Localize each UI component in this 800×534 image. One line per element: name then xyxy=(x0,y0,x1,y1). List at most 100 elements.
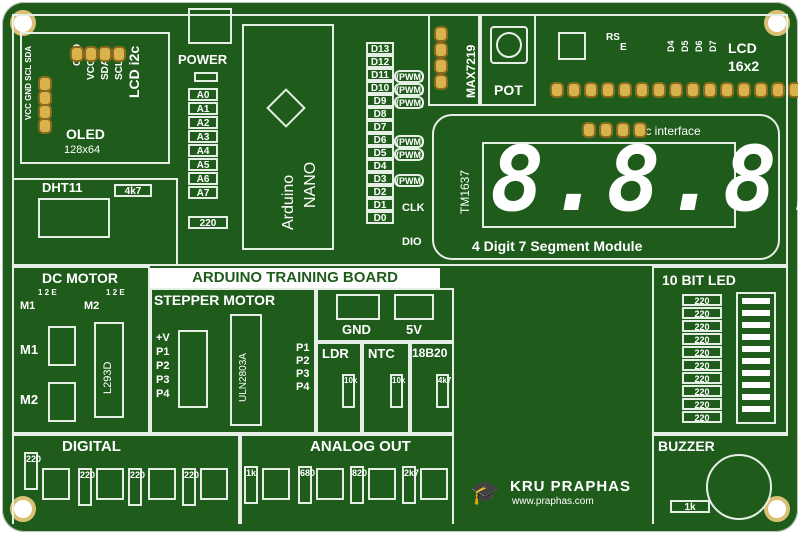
rs-label: RS xyxy=(606,32,620,43)
digital-section xyxy=(12,434,240,524)
lcd-pin xyxy=(788,82,798,98)
lcd-pin xyxy=(601,82,615,98)
dio-label: DIO xyxy=(402,236,422,248)
push-button[interactable] xyxy=(420,468,448,500)
analog-pin-label: A5 xyxy=(188,158,218,171)
lcd-pin xyxy=(669,82,683,98)
led-resistor: 220 xyxy=(682,333,722,345)
resistor-4k7: 4k7 xyxy=(114,184,152,197)
i2c-pin xyxy=(599,122,613,138)
push-button[interactable] xyxy=(200,468,228,500)
stepper-pin-label: P2 xyxy=(156,360,170,372)
pot-knob xyxy=(496,32,522,58)
led-bar-segment xyxy=(742,346,770,352)
digital-pin-label: D10 xyxy=(366,81,394,94)
led-resistor: 220 xyxy=(682,398,722,410)
led-bar-segment xyxy=(742,322,770,328)
analog-pin-label: A1 xyxy=(188,102,218,115)
scl-label: SCL xyxy=(114,60,125,80)
led-resistor: 220 xyxy=(682,411,722,423)
push-button[interactable] xyxy=(42,468,70,500)
brand-name: KRU PRAPHAS xyxy=(510,478,632,495)
lcd-pin xyxy=(737,82,751,98)
digital-pin-label: D5 xyxy=(366,146,394,159)
digital-resistor-220: 220 xyxy=(182,468,199,506)
ds18b20-section xyxy=(410,342,454,434)
lcd-i2c-pin xyxy=(98,46,112,62)
usb-power-connector xyxy=(188,8,232,44)
led-bar-segment xyxy=(742,358,770,364)
digital-pin-label: D1 xyxy=(366,198,394,211)
ldr-resistor-10k: 10k xyxy=(342,374,357,408)
dht11-sensor xyxy=(38,198,110,238)
m1-label: M1 xyxy=(20,300,36,312)
5v-header xyxy=(394,294,434,320)
push-button[interactable] xyxy=(368,468,396,500)
push-button[interactable] xyxy=(148,468,176,500)
uln2803a-label: ULN2803A xyxy=(238,353,249,402)
m2-screw-terminal xyxy=(48,382,76,422)
power-diode xyxy=(194,72,218,82)
power-label: POWER xyxy=(178,52,228,67)
stepper-pin-label: +V xyxy=(156,332,170,344)
stepper-section xyxy=(150,288,316,434)
m2-label: M2 xyxy=(84,300,100,312)
d5-label: D5 xyxy=(680,40,690,52)
uln-output-label: P3 xyxy=(296,368,310,380)
lcd-pin xyxy=(618,82,632,98)
led-bar-graph xyxy=(736,292,776,424)
top-section-frame xyxy=(12,14,788,266)
m1-terminal-label: M1 xyxy=(20,342,39,357)
m2-pin-labels: 1 2 E xyxy=(106,288,125,297)
digital-pin-label: D13 xyxy=(366,42,394,55)
i2c-interface-label: i2c interface xyxy=(636,124,701,138)
stepper-connector xyxy=(178,330,208,408)
m1-screw-terminal xyxy=(48,326,76,366)
push-button[interactable] xyxy=(316,468,344,500)
training-board-banner: ARDUINO TRAINING BOARD xyxy=(150,268,440,288)
uln-output-label: P4 xyxy=(296,381,310,393)
lcd-i2c-pin xyxy=(84,46,98,62)
lcd-contrast-pot xyxy=(558,32,586,60)
pwm-label-d9: (PWM) xyxy=(394,96,424,109)
analog-resistor: 820 xyxy=(350,466,367,504)
led-bar-segment xyxy=(742,334,770,340)
i2c-pin xyxy=(616,122,630,138)
lcd-i2c-pin xyxy=(112,46,126,62)
led-bar-segments xyxy=(742,298,770,418)
ntc-label: NTC xyxy=(368,346,395,361)
lcd-pin xyxy=(754,82,768,98)
power-header-section xyxy=(316,288,454,342)
push-button[interactable] xyxy=(262,468,290,500)
lcd-pin xyxy=(567,82,581,98)
d6-label: D6 xyxy=(694,40,704,52)
stepper-label: STEPPER MOTOR xyxy=(154,292,276,308)
lcd-pin xyxy=(584,82,598,98)
stepper-pin-label: P4 xyxy=(156,388,170,400)
digital-pin-label: D8 xyxy=(366,107,394,120)
led-bar-segment xyxy=(742,382,770,388)
digital-pin-label: D0 xyxy=(366,211,394,224)
lcd-pin xyxy=(635,82,649,98)
seven-segment-module-label: 4 Digit 7 Segment Module xyxy=(472,238,643,254)
led-bar-segment xyxy=(742,310,770,316)
stepper-pin-labels: +V P1 P2 P3 P4 xyxy=(156,332,170,402)
lcd-pin xyxy=(652,82,666,98)
lcd-pin xyxy=(550,82,564,98)
oled-pin xyxy=(38,118,52,134)
vcc-label: VCC xyxy=(86,58,97,80)
push-button[interactable] xyxy=(96,468,124,500)
max7219-label: MAX7219 xyxy=(464,44,478,98)
digital-pin-label: D12 xyxy=(366,55,394,68)
seven-segment-module xyxy=(432,114,780,260)
ntc-resistor-10k: 10k xyxy=(390,374,405,408)
digital-pin-list: D13 D12 D11 D10 D9 D8 D7 D6 D5 D4 D3 D2 … xyxy=(366,42,394,224)
analog-out-label: ANALOG OUT xyxy=(310,438,411,455)
bit-led-label: 10 BIT LED xyxy=(662,272,736,288)
dht11-label: DHT11 xyxy=(42,180,83,195)
digital-pin-label: D7 xyxy=(366,120,394,133)
digital-pin-label: D6 xyxy=(366,133,394,146)
lcd-size-label: 16x2 xyxy=(728,58,760,74)
pot-section xyxy=(480,14,536,106)
lcd-i2c-label: LCD i2c xyxy=(126,45,142,98)
